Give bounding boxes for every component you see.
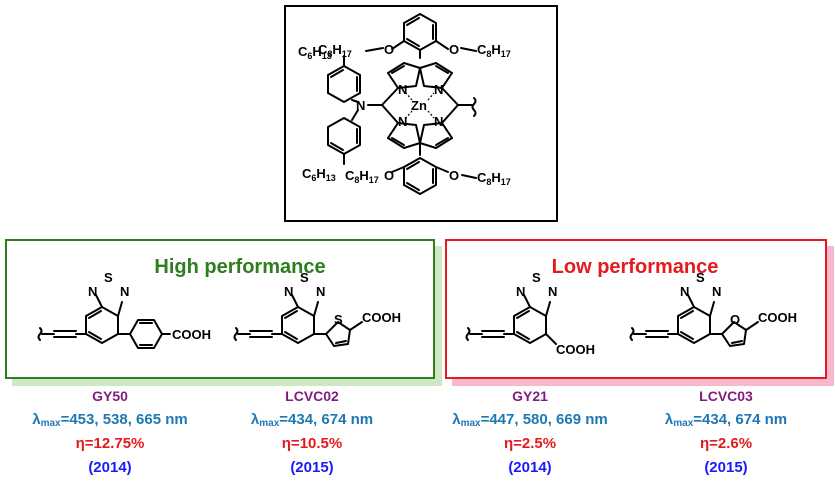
gy50-structure — [37, 294, 171, 349]
year: (2014) — [88, 459, 132, 476]
gy21-btd-n-right: N — [548, 284, 557, 299]
dye-name: GY21 — [512, 388, 548, 404]
gy21-structure — [465, 294, 557, 345]
high-performance-title: High performance — [154, 256, 326, 278]
lambda-max: λmax=434, 674 nm — [250, 411, 374, 429]
lcvc02-thiophene-s: S — [334, 312, 343, 327]
gy50-btd-n-right: N — [120, 284, 129, 299]
diarylamine-donor — [327, 55, 383, 165]
bottom-right-oxygen: O — [449, 168, 459, 183]
low-panel-frame — [445, 239, 827, 379]
lower-hexyl: C6H13 — [302, 166, 336, 183]
porphyrin-ring — [381, 62, 477, 156]
low-performance-title: Low performance — [551, 256, 719, 278]
pyrrole-n-3: N — [398, 114, 407, 129]
top-left-oxygen: O — [384, 42, 394, 57]
bottom-left-oxygen: O — [384, 168, 394, 183]
high-panel-frame — [5, 239, 435, 379]
bottom-dialkoxyphenyl — [391, 157, 449, 195]
gy50-btd-n-left: N — [88, 284, 97, 299]
pyrrole-n-4: N — [434, 114, 443, 129]
dye-info-lcvc03: LCVC03 λmax=434, 674 nm η=2.6% (2015) — [636, 384, 816, 480]
lcvc02-btd-n-left: N — [284, 284, 293, 299]
gy21-btd-n-left: N — [516, 284, 525, 299]
lcvc02-btd-s: S — [300, 270, 309, 285]
dye-name: LCVC03 — [699, 388, 753, 404]
year: (2014) — [508, 459, 552, 476]
dye-name: GY50 — [92, 388, 128, 404]
dye-name: LCVC02 — [285, 388, 339, 404]
gy50-btd-s: S — [104, 270, 113, 285]
efficiency: η=12.75% — [75, 435, 145, 452]
lcvc03-btd-n-left: N — [680, 284, 689, 299]
lcvc03-btd-s: S — [696, 270, 705, 285]
dye-info-lcvc02: LCVC02 λmax=434, 674 nm η=10.5% (2015) — [222, 384, 402, 480]
gy21-btd-s: S — [532, 270, 541, 285]
gy50-cooh: COOH — [172, 327, 211, 342]
top-dialkoxyphenyl — [391, 13, 449, 59]
year: (2015) — [290, 459, 334, 476]
dye-info-gy50: GY50 λmax=453, 538, 665 nm η=12.75% (201… — [20, 384, 200, 480]
lambda-max: λmax=434, 674 nm — [664, 411, 788, 429]
bottom-left-octyl: C8H17 — [345, 168, 379, 185]
pyrrole-n-1: N — [398, 82, 407, 97]
bottom-right-octyl: C8H17 — [477, 170, 511, 187]
lcvc03-cooh: COOH — [758, 310, 797, 325]
efficiency: η=2.5% — [503, 435, 557, 452]
top-right-octyl: C8H17 — [477, 42, 511, 59]
lambda-max: λmax=447, 580, 669 nm — [452, 411, 608, 429]
lcvc03-structure — [629, 294, 759, 347]
amine-nitrogen: N — [356, 98, 365, 113]
gy21-cooh: COOH — [556, 342, 595, 357]
lcvc03-furan-o: O — [730, 312, 740, 327]
metal-zinc: Zn — [411, 98, 427, 113]
lcvc03-btd-n-right: N — [712, 284, 721, 299]
lcvc02-cooh: COOH — [362, 310, 401, 325]
dye-info-gy21: GY21 λmax=447, 580, 669 nm η=2.5% (2014) — [440, 384, 620, 480]
core-frame — [284, 5, 558, 222]
efficiency: η=10.5% — [281, 435, 343, 452]
top-right-oxygen: O — [449, 42, 459, 57]
lambda-max: λmax=453, 538, 665 nm — [32, 411, 188, 429]
lcvc02-btd-n-right: N — [316, 284, 325, 299]
year: (2015) — [704, 459, 748, 476]
lcvc02-structure — [233, 294, 363, 347]
pyrrole-n-2: N — [434, 82, 443, 97]
efficiency: η=2.6% — [699, 435, 753, 452]
